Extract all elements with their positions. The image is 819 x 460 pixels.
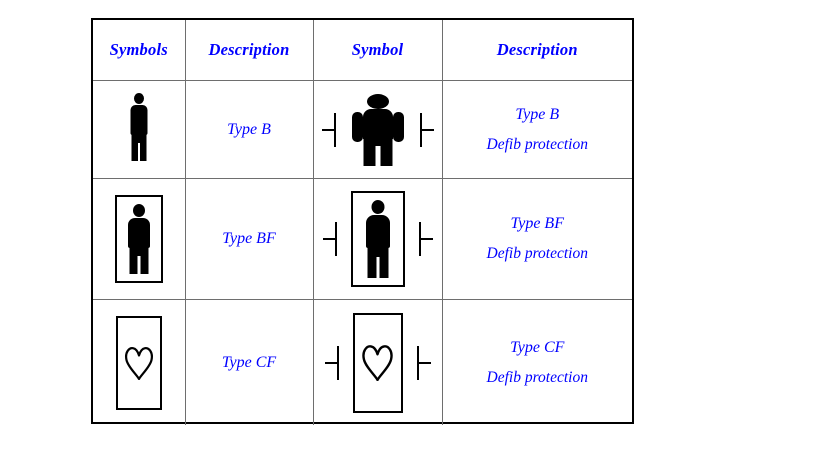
heart-boxed-defib-icon [324,312,431,413]
cell-symbol-type-bf [93,178,186,300]
header-label-description-a: Description [208,40,290,59]
description-type-b: Type B [227,120,271,138]
defib-marker-left-icon [322,222,341,256]
person-figure-icon [126,93,152,161]
header-cell-symbols-a: Symbols [93,20,186,81]
cell-symbol-type-b [93,80,186,179]
person-figure-boxed-icon [114,195,163,283]
heart-icon [362,345,393,381]
table-row: Type CF [93,299,633,425]
description-type-bf: Type BF [222,230,276,248]
defib-marker-right-icon [413,345,431,380]
description-line-1: Type BF [510,215,564,233]
header-label-symbol-b: Symbol [351,40,404,59]
person-figure-defib-icon [321,93,434,166]
cell-symbol-type-b-defib [312,80,443,179]
cell-symbol-type-cf [93,299,186,425]
description-type-cf: Type CF [221,353,277,371]
cell-description-type-cf: Type CF [184,299,314,425]
description-line-2: Defib protection [486,135,588,153]
cell-symbol-type-bf-defib [312,178,443,300]
cell-description-type-bf-defib: Type BF Defib protection [441,178,633,300]
person-figure-boxed-defib-icon [322,191,433,287]
cell-description-type-bf: Type BF [184,178,314,300]
header-label-symbols-a: Symbols [109,40,168,59]
symbols-table-container: Symbols Description Symbol Description [91,18,634,425]
description-type-cf-defib: Type CF Defib protection [443,332,633,393]
header-cell-description-a: Description [184,20,314,81]
description-type-bf-defib: Type BF Defib protection [443,208,633,269]
description-type-b-defib: Type B Defib protection [443,99,633,160]
header-label-description-b: Description [496,40,578,59]
cell-description-type-cf-defib: Type CF Defib protection [441,299,633,425]
description-line-2: Defib protection [486,368,588,386]
cell-description-type-b: Type B [184,80,314,179]
header-cell-symbol-b: Symbol [312,20,443,81]
header-cell-description-b: Description [441,20,632,81]
description-line-2: Defib protection [486,245,588,263]
defib-marker-right-icon [415,222,433,256]
description-line-1: Type CF [510,338,565,356]
table-header-row: Symbols Description Symbol Description [93,20,632,81]
table-row: Type B [93,80,633,179]
heart-boxed-icon [115,315,162,410]
defib-marker-left-icon [321,112,340,147]
description-line-1: Type B [515,105,560,123]
cell-description-type-b-defib: Type B Defib protection [441,80,633,179]
defib-marker-left-icon [324,345,343,380]
patient-protection-symbols-table: Symbols Description Symbol Description [93,20,632,425]
defib-marker-right-icon [416,112,434,147]
table-row: Type BF [93,178,633,300]
cell-symbol-type-cf-defib [312,299,443,425]
heart-icon [124,346,153,380]
